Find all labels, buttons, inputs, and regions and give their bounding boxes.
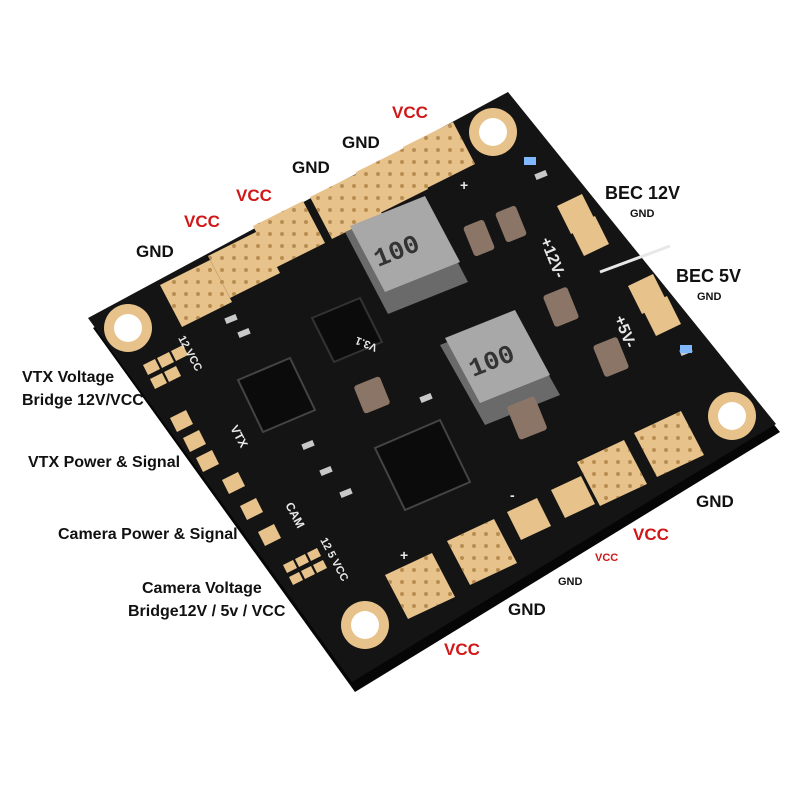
label-bottom-vcc: VCC [444,640,480,659]
bottom-pads [385,411,704,619]
capacitor [507,396,547,440]
label-bottom-vcc-small: VCC [595,552,619,564]
cam-pad-1 [222,472,245,494]
label-bec12-gnd: GND [630,208,655,220]
left-pads [143,345,327,585]
pad-bottom-4 [551,476,595,518]
cam-bridge-pad-2 [295,554,309,567]
label-bottom-gnd-small: GND [558,576,583,588]
vtx-pad-1 [170,410,193,432]
ic-chip-1 [236,356,317,434]
label-bottom-gnd-right: GND [696,492,734,511]
vtx-bridge-pad-1 [143,359,160,375]
label-cam-power: Camera Power & Signal [58,526,238,543]
bec-pads [557,194,681,336]
vtx-bridge-pad-2 [157,352,174,368]
label-top-gnd-2: GND [292,158,330,177]
label-top-vcc-3: VCC [392,103,428,122]
capacitor [495,205,527,243]
components: 100 100 [224,169,693,512]
vtx-pad-3 [196,450,219,472]
label-top-gnd-3: GND [342,133,380,152]
silk-plus: + [400,547,408,563]
bec5-pad-neg [642,296,681,336]
label-bottom-vcc-right: VCC [633,525,669,544]
capacitor [463,219,495,257]
cam-bridge-pad-3 [307,548,321,561]
label-vtx-bridge-1: VTX Voltage [22,369,115,386]
vtx-pad-2 [183,430,206,452]
ic-chip-2 [373,418,472,512]
cam-bridge-pad-1 [283,560,297,573]
label-bottom-gnd-mid: GND [508,600,546,619]
capacitor [543,287,579,327]
silk-plus: + [460,177,468,193]
regulator [310,296,384,364]
top-pads [160,122,475,327]
label-bec5-gnd: GND [697,291,722,303]
label-bec5: BEC 5V [676,266,742,286]
led-indicator [680,345,692,353]
bec12-pad-neg [570,216,609,256]
label-top-gnd-1: GND [136,242,174,261]
label-top-vcc-1: VCC [184,212,220,231]
pad-bottom-3 [507,498,551,540]
cam-pad-2 [240,498,263,520]
label-bec12: BEC 12V [605,183,681,203]
vtx-bridge-pad-3 [171,345,188,361]
led-indicator [524,157,536,165]
label-top-vcc-2: VCC [236,186,272,205]
cam-pad-3 [258,524,281,546]
silk-minus: - [510,487,515,503]
capacitor [593,337,629,377]
mounting-holes [104,108,756,649]
label-cam-bridge-1: Camera Voltage [142,580,262,597]
label-vtx-bridge-2: Bridge 12V/VCC [22,392,144,409]
label-vtx-power: VTX Power & Signal [28,454,181,471]
label-cam-bridge-2: Bridge12V / 5v / VCC [128,603,286,620]
capacitor [354,376,390,414]
